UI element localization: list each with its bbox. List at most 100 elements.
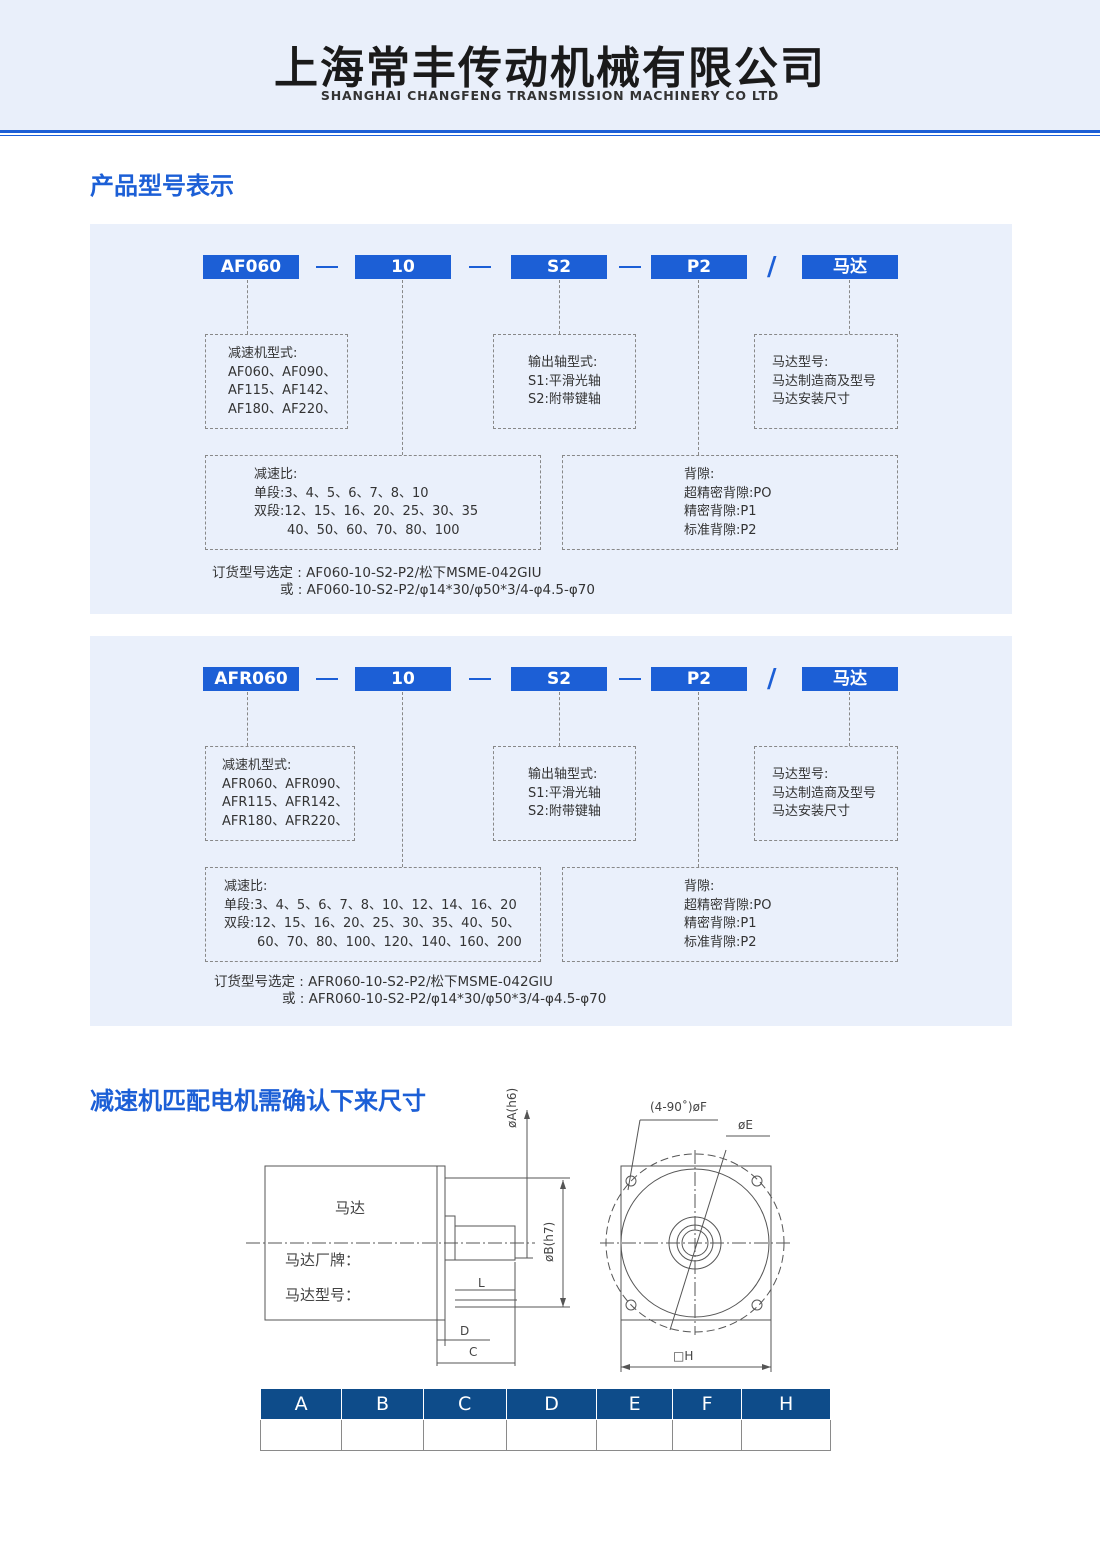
tag-slash: /	[767, 664, 777, 694]
connector-line	[402, 280, 403, 455]
column-header-d: D	[505, 1388, 598, 1420]
model-panel-af: AF060 10 S2 P2 / 马达 减速机型式: AF060、AF090、 …	[90, 224, 1012, 614]
bolt-hole	[625, 1175, 637, 1187]
motor-model-label: 马达型号：	[285, 1286, 361, 1304]
arrow-head	[560, 1180, 566, 1189]
ratio-box: 减速比: 单段:3、4、5、6、7、8、10、12、14、16、20 双段:12…	[205, 867, 541, 962]
reducer-type-box: 减速机型式: AFR060、AFR090、 AFR115、AFR142、 AFR…	[205, 746, 355, 841]
dim-label-c: C	[469, 1345, 478, 1359]
tag-backlash: P2	[651, 255, 747, 279]
column-header-e: E	[596, 1388, 673, 1420]
table-cell[interactable]	[741, 1419, 831, 1451]
tag-motor: 马达	[802, 667, 898, 691]
tag-model: AF060	[203, 255, 299, 279]
arrow-head	[560, 1298, 566, 1307]
tag-separator	[469, 266, 491, 268]
arrow-head	[762, 1364, 771, 1370]
arrow-head	[524, 1110, 530, 1119]
tag-slash: /	[767, 252, 777, 282]
connector-line	[849, 280, 850, 334]
dimension-table: A B C D E F H	[259, 1388, 831, 1451]
reducer-type-box: 减速机型式: AF060、AF090、 AF115、AF142、 AF180、A…	[205, 334, 348, 429]
motor-type-text: 马达型号: 马达制造商及型号 马达安装尺寸	[772, 355, 877, 407]
column-header-b: B	[341, 1388, 424, 1420]
table-cell[interactable]	[505, 1419, 598, 1451]
connector-line	[402, 692, 403, 867]
table-cell[interactable]	[671, 1419, 743, 1451]
motor-type-box: 马达型号: 马达制造商及型号 马达安装尺寸	[754, 746, 898, 841]
order-example: 订货型号选定 : AF060-10-S2-P2/松下MSME-042GIU	[212, 565, 542, 581]
table-header-row: A B C D E F H	[259, 1388, 831, 1420]
ratio-box: 减速比: 单段:3、4、5、6、7、8、10 双段:12、15、16、20、25…	[205, 455, 541, 550]
arrow-head	[621, 1364, 630, 1370]
backlash-text: 背隙: 超精密背隙:PO 精密背隙:P1 标准背隙:P2	[684, 879, 772, 950]
tag-separator	[619, 266, 641, 268]
page-header	[0, 0, 1100, 130]
model-panel-afr: AFR060 10 S2 P2 / 马达 减速机型式: AFR060、AFR09…	[90, 636, 1012, 1026]
tag-separator	[469, 678, 491, 680]
dim-label-l: L	[478, 1276, 485, 1290]
reducer-type-text: 减速机型式: AFR060、AFR090、 AFR115、AFR142、 AFR…	[222, 758, 349, 829]
bolt-hole	[751, 1299, 763, 1311]
backlash-box: 背隙: 超精密背隙:PO 精密背隙:P1 标准背隙:P2	[562, 867, 898, 962]
table-cell[interactable]	[341, 1419, 424, 1451]
tag-separator	[619, 678, 641, 680]
reducer-type-text: 减速机型式: AF060、AF090、 AF115、AF142、 AF180、A…	[228, 346, 337, 417]
tag-ratio: 10	[355, 255, 451, 279]
dim-leader-f2	[627, 1119, 641, 1191]
connector-line	[559, 280, 560, 334]
order-example-alt: 或 : AF060-10-S2-P2/φ14*30/φ50*3/4-φ4.5-φ…	[280, 582, 595, 598]
company-name-cn: 上海常丰传动机械有限公司	[274, 43, 826, 94]
dim-label-h: □H	[673, 1349, 694, 1363]
order-example-alt: 或 : AFR060-10-S2-P2/φ14*30/φ50*3/4-φ4.5-…	[282, 991, 607, 1007]
connector-line	[559, 692, 560, 746]
section-title-model: 产品型号表示	[90, 172, 234, 200]
ratio-text: 减速比: 单段:3、4、5、6、7、8、10 双段:12、15、16、20、25…	[254, 467, 479, 538]
connector-line	[698, 692, 699, 867]
backlash-box: 背隙: 超精密背隙:PO 精密背隙:P1 标准背隙:P2	[562, 455, 898, 550]
shaft-type-box: 输出轴型式: S1:平滑光轴 S2:附带键轴	[493, 334, 636, 429]
tag-shaft: S2	[511, 255, 607, 279]
shaft-type-text: 输出轴型式: S1:平滑光轴 S2:附带键轴	[528, 355, 601, 407]
company-name-en: SHANGHAI CHANGFENG TRANSMISSION MACHINER…	[320, 88, 780, 103]
connector-line	[247, 692, 248, 746]
dim-label-e: øE	[738, 1118, 753, 1132]
connector-line	[247, 280, 248, 334]
column-header-c: C	[422, 1388, 507, 1420]
tag-model: AFR060	[203, 667, 299, 691]
motor-type-box: 马达型号: 马达制造商及型号 马达安装尺寸	[754, 334, 898, 429]
bolt-hole	[751, 1175, 763, 1187]
column-header-h: H	[741, 1388, 831, 1420]
column-header-a: A	[259, 1388, 343, 1420]
table-cell[interactable]	[596, 1419, 673, 1451]
tag-ratio: 10	[355, 667, 451, 691]
shaft-step-outline	[444, 1215, 456, 1261]
dim-label-a: øA(h6)	[505, 1087, 519, 1128]
tag-motor: 马达	[802, 255, 898, 279]
backlash-text: 背隙: 超精密背隙:PO 精密背隙:P1 标准背隙:P2	[684, 467, 772, 538]
header-divider-thin	[0, 135, 1100, 136]
tag-backlash: P2	[651, 667, 747, 691]
dim-label-b: øB(h7)	[542, 1221, 556, 1262]
table-cell[interactable]	[259, 1419, 343, 1451]
table-cell[interactable]	[422, 1419, 507, 1451]
tag-shaft: S2	[511, 667, 607, 691]
connector-line	[698, 280, 699, 455]
tag-separator	[316, 678, 338, 680]
motor-label: 马达	[335, 1199, 366, 1217]
shaft-type-box: 输出轴型式: S1:平滑光轴 S2:附带键轴	[493, 746, 636, 841]
shaft-type-text: 输出轴型式: S1:平滑光轴 S2:附带键轴	[528, 767, 601, 819]
motor-brand-label: 马达厂牌：	[285, 1251, 361, 1269]
tag-separator	[316, 266, 338, 268]
column-header-f: F	[671, 1388, 743, 1420]
dim-label-holes: (4-90˚)øF	[650, 1100, 707, 1114]
dim-leader-e	[669, 1149, 727, 1331]
header-divider	[0, 130, 1100, 133]
section-title-dimensions: 减速机匹配电机需确认下来尺寸	[90, 1087, 426, 1115]
order-example: 订货型号选定 : AFR060-10-S2-P2/松下MSME-042GIU	[214, 974, 553, 990]
table-row	[259, 1419, 831, 1451]
bolt-hole	[625, 1299, 637, 1311]
connector-line	[849, 692, 850, 746]
dim-label-d: D	[460, 1324, 470, 1338]
